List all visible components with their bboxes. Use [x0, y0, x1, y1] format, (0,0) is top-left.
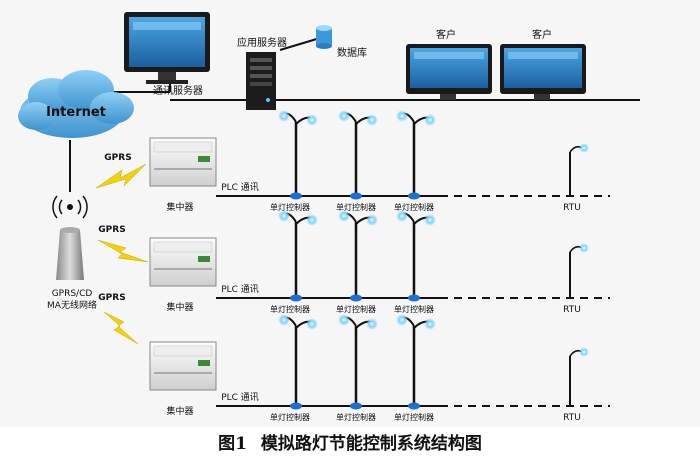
street-lamp-icon [338, 314, 378, 410]
street-lamp-icon [338, 110, 378, 200]
controller-node [290, 402, 302, 410]
antenna-tower-icon [52, 195, 88, 280]
rtu-lamp-icon [569, 243, 589, 298]
controller-node [408, 294, 420, 302]
network-label-line2: MA无线网络 [47, 299, 97, 311]
system-diagram: Internet 通讯服务器 应用服务器 数据库 客户 客户 [18, 12, 640, 423]
rtu-lamp-icon [569, 143, 589, 196]
concentrator-icon [149, 237, 217, 287]
gprs-label-1: GPRS [104, 153, 131, 163]
street-lamp-icon [278, 314, 318, 410]
lamp-controller-label: 单灯控制器 [394, 412, 434, 422]
client-label-2: 客户 [532, 28, 552, 41]
controller-node [350, 192, 362, 200]
rtu-lamp-icon [569, 347, 589, 406]
rtu-label: RTU [563, 305, 581, 315]
concentrator-label: 集中器 [166, 201, 193, 213]
lamp-controller-label: 单灯控制器 [394, 304, 434, 314]
lamp-controller-label: 单灯控制器 [394, 202, 434, 212]
cloud-icon [18, 70, 134, 138]
concentrator-label: 集中器 [166, 405, 193, 417]
lamp-controller-label: 单灯控制器 [270, 304, 310, 314]
concentrator-icon [149, 341, 217, 391]
lamp-controller-label: 单灯控制器 [270, 202, 310, 212]
figure-caption: 图1 模拟路灯节能控制系统结构图 [0, 430, 700, 458]
controller-node [290, 294, 302, 302]
lamp-controller-label: 单灯控制器 [336, 304, 376, 314]
app-server-label: 应用服务器 [237, 36, 287, 49]
concentrator-icon [149, 137, 217, 187]
street-lamp-icon [338, 210, 378, 302]
server-icon [246, 52, 276, 110]
internet-label: Internet [46, 105, 106, 120]
controller-node [350, 294, 362, 302]
street-lamp-icon [396, 110, 436, 200]
plc-label: PLC 通讯 [221, 392, 259, 403]
gprs-label-2: GPRS [98, 225, 125, 235]
controller-node [290, 192, 302, 200]
database-label: 数据库 [337, 46, 367, 59]
lightning-icon-2 [97, 239, 149, 263]
plc-label: PLC 通讯 [221, 182, 259, 193]
plc-label: PLC 通讯 [221, 284, 259, 295]
street-lamp-icon [396, 210, 436, 302]
lightning-icon-3 [103, 311, 139, 345]
figure-title: 模拟路灯节能控制系统结构图 [260, 434, 482, 454]
figure-number: 图1 [218, 434, 247, 454]
database-icon [316, 25, 332, 49]
monitor-icon [124, 12, 210, 84]
street-lamp-icon [396, 314, 436, 410]
rtu-label: RTU [563, 203, 581, 213]
lamp-controller-label: 单灯控制器 [336, 202, 376, 212]
controller-node [350, 402, 362, 410]
street-lamp-icon [278, 210, 318, 302]
lamp-controller-label: 单灯控制器 [336, 412, 376, 422]
controller-node [408, 402, 420, 410]
gprs-label-3: GPRS [98, 293, 125, 303]
comm-server-label: 通讯服务器 [153, 84, 203, 97]
network-label-line1: GPRS/CD [52, 289, 93, 299]
street-lamp-icon [278, 110, 318, 200]
client-monitor-2 [500, 44, 586, 100]
controller-node [408, 192, 420, 200]
rtu-label: RTU [563, 413, 581, 423]
concentrator-label: 集中器 [166, 301, 193, 313]
lightning-icon-1 [95, 163, 147, 189]
lamp-controller-label: 单灯控制器 [270, 412, 310, 422]
client-label-1: 客户 [436, 28, 456, 41]
client-monitor-1 [406, 44, 492, 100]
